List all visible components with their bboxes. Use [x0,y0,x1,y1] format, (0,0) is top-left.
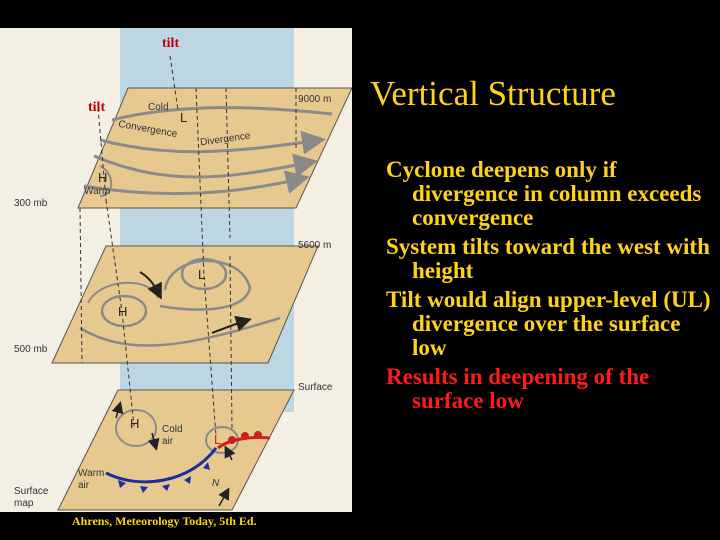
plane-surface [57,389,295,511]
flow-line [99,130,326,155]
diagram-svg [51,28,352,511]
tilt-label-top: tilt [162,36,180,51]
surface-high-contour [115,409,157,447]
cold-front-barbs [118,462,210,493]
height-label-surface: Surface [298,382,333,393]
north-label: N [212,478,220,489]
mid-low-label: L [198,267,206,282]
north-arrow [218,487,230,507]
upper-low-label: L [180,110,188,125]
wind-arrow [147,432,160,451]
pressure-label-500mb: 500 mb [14,344,48,355]
wind-arrow [211,315,252,334]
height-label-9000m: 9000 m [298,94,332,105]
warm-label: Warm [84,186,111,197]
flow-line [99,165,113,197]
bullet-item-highlight: Results in deepening of the surface low [386,364,650,413]
surface-high-label: H [130,416,140,431]
cold-label: Cold [148,102,169,113]
vertical-axes [79,55,297,437]
wind-arrow [139,271,162,300]
wind-arrow [111,401,124,419]
diagram-figure: tilt tilt 9000 m 5600 m Surface 300 mb 5… [0,28,352,512]
warm-front [217,436,271,450]
pressure-label-300mb: 300 mb [14,198,48,209]
low-contour [180,257,228,291]
bullet-item: Tilt would align upper-level (UL) diverg… [386,287,711,360]
tilt-label-left: tilt [88,100,106,115]
high-contour [100,294,148,328]
plane-500mb [51,245,319,364]
flow-line [83,170,310,196]
pressure-label-surface-map: Surface map [14,486,49,509]
surface-low-label: L [214,432,222,447]
cold-air-label: Cold air [162,424,183,447]
source-credit: Ahrens, Meteorology Today, 5th Ed. [72,514,257,528]
flow-line [93,153,318,179]
plane-300mb [77,87,352,209]
flow-line [159,259,252,311]
bullet-item: System tilts toward the west with height [386,234,710,283]
cold-front [105,447,218,484]
upper-high-label: H [98,170,108,185]
warm-air-label: Warm air [78,468,105,491]
height-label-5600m: 5600 m [298,240,332,251]
slide-title: Vertical Structure [370,74,616,113]
warm-front-bumps [228,431,262,444]
bullet-list: Cyclone deepens only if divergence in co… [386,158,716,418]
wind-arrow [224,445,236,461]
bullet-item: Cyclone deepens only if divergence in co… [386,157,702,230]
flow-line [111,106,333,122]
mid-high-label: H [118,304,128,319]
